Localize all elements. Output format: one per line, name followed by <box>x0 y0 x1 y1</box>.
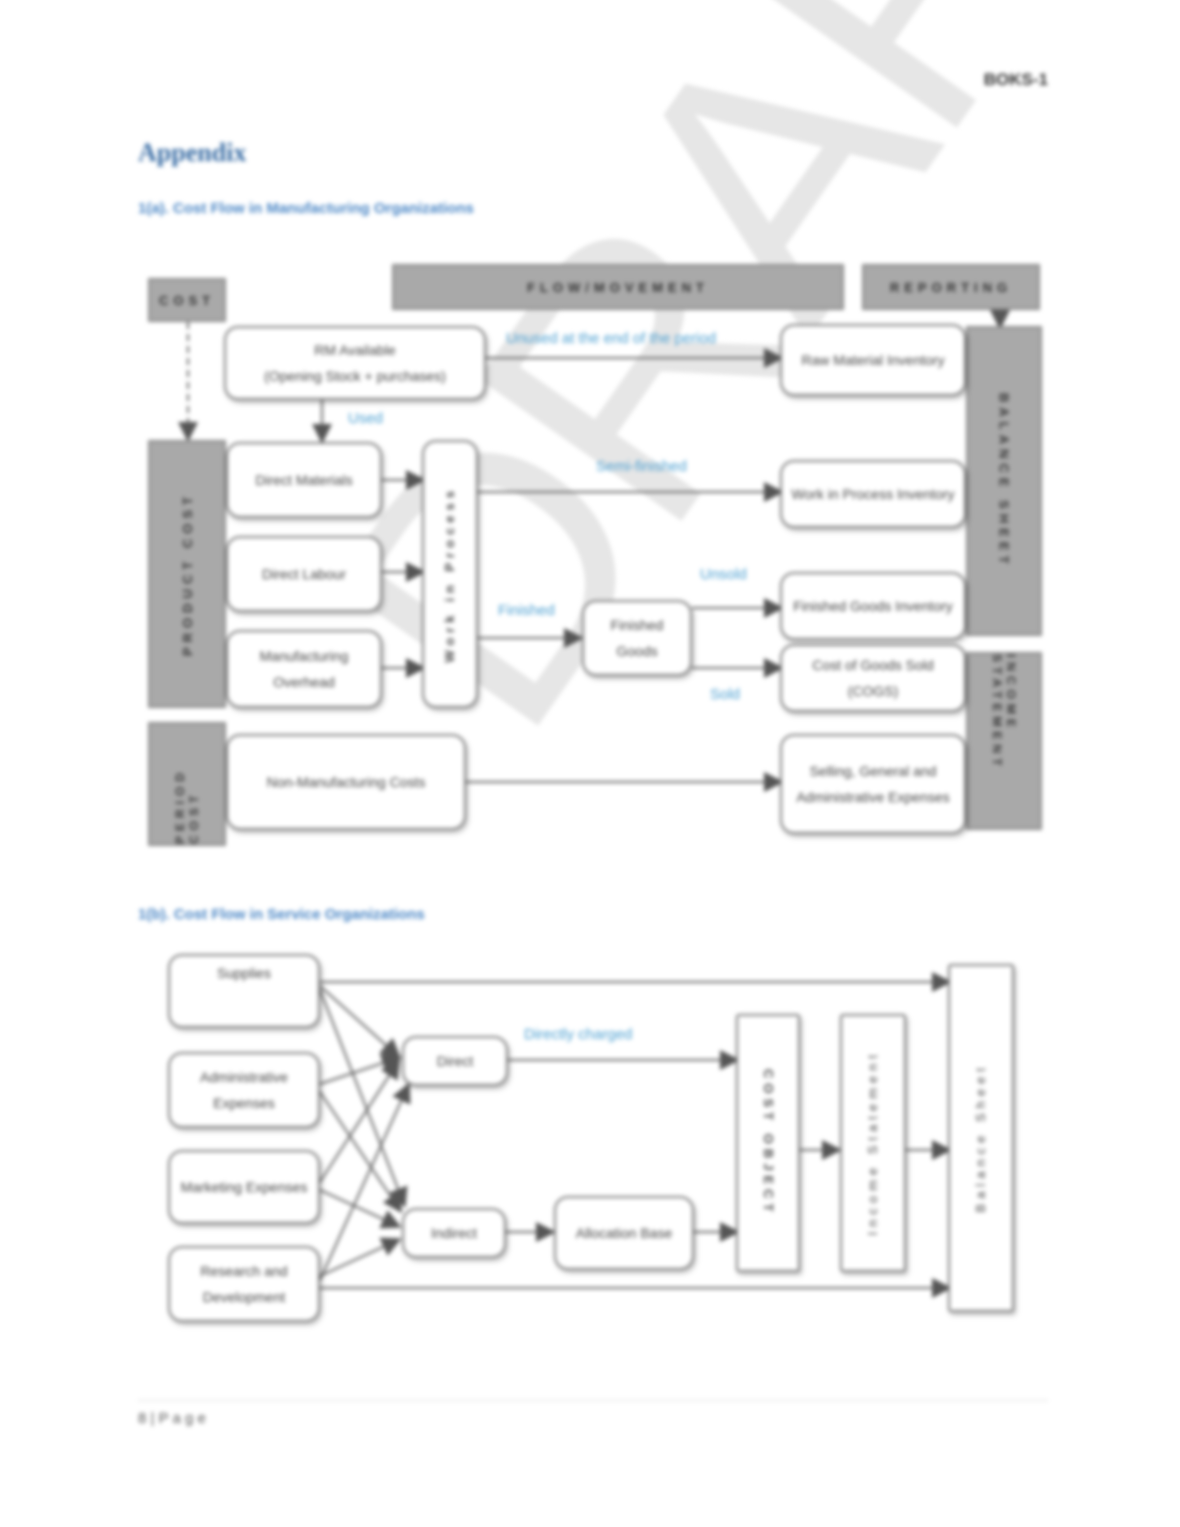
wip-box: Work in Process <box>422 440 478 708</box>
balance-sheet-box-label: Balance Sheet <box>973 1063 988 1213</box>
raw-material-inventory-box: Raw Material Inventory <box>780 324 966 396</box>
supplies-label: Supplies <box>217 965 271 981</box>
marketing-expenses-label: Marketing Expenses <box>180 1179 308 1195</box>
page-footer: 8 | P a g e <box>138 1410 206 1427</box>
wip-inventory-label: Work in Process Inventory <box>791 486 955 502</box>
allocation-base-box: Allocation Base <box>554 1196 694 1270</box>
cogs-label: Cost of Goods Sold (COGS) <box>812 657 934 699</box>
sga-box: Selling, General and Administrative Expe… <box>780 734 966 834</box>
balance-sheet-box: Balance Sheet <box>948 964 1014 1312</box>
unused-label: Unused at the end of the period <box>506 330 717 347</box>
reporting-header: REPORTING <box>862 264 1040 310</box>
direct-labour-label: Direct Labour <box>261 566 347 582</box>
income-statement-box: Income Statement <box>840 1014 906 1272</box>
product-cost-bar: PRODUCT COST <box>148 440 226 708</box>
rnd-box: Research and Development <box>168 1246 320 1322</box>
footer-rule <box>138 1400 1048 1401</box>
sold-label: Sold <box>710 686 741 703</box>
indirect-box: Indirect <box>402 1208 506 1258</box>
diagram2-subtitle: 1(b). Cost Flow in Service Organizations <box>138 906 425 923</box>
page-title: Appendix <box>138 138 247 167</box>
rm-available-line2: (Opening Stock + purchases) <box>264 368 446 384</box>
cost-object-label: COST OBJECT <box>761 1069 776 1217</box>
used-label: Used <box>348 410 384 427</box>
finished-goods-label: Finished Goods <box>610 617 664 659</box>
balance-sheet-label: BALANCE SHEET <box>996 393 1012 569</box>
cost-object-box: COST OBJECT <box>736 1014 800 1272</box>
rm-available-line1: RM Available <box>314 342 396 358</box>
marketing-expenses-box: Marketing Expenses <box>168 1150 320 1224</box>
balance-sheet-bar: BALANCE SHEET <box>966 326 1042 636</box>
direct-label: Direct <box>436 1053 474 1069</box>
wip-inventory-box: Work in Process Inventory <box>780 460 966 528</box>
income-statement-bar: INCOME STATEMENT <box>966 652 1042 830</box>
direct-box: Direct <box>402 1036 508 1086</box>
indirect-label: Indirect <box>431 1225 477 1241</box>
cost-header-label: COST <box>158 292 216 308</box>
semi-finished-label: Semi-finished <box>596 458 687 475</box>
period-cost-bar: PERIOD COST <box>148 722 226 846</box>
fg-inventory-box: Finished Goods Inventory <box>780 572 966 640</box>
fg-inventory-label: Finished Goods Inventory <box>793 598 953 614</box>
manufacturing-overhead-label: Manufacturing Overhead <box>259 648 349 690</box>
finished-label: Finished <box>498 602 555 619</box>
rm-available-box: RM Available (Opening Stock + purchases) <box>224 326 486 400</box>
period-cost-label: PERIOD COST <box>173 767 201 844</box>
admin-expenses-box: Administrative Expenses <box>168 1052 320 1128</box>
supplies-box: Supplies <box>168 954 320 1028</box>
wip-label: Work in Process <box>442 485 457 663</box>
admin-expenses-label: Administrative Expenses <box>200 1069 288 1111</box>
flow-movement-header: FLOW/MOVEMENT <box>392 264 844 310</box>
raw-material-inventory-label: Raw Material Inventory <box>801 352 945 368</box>
document-code: BOKS-1 <box>983 70 1048 89</box>
directly-charged-label: Directly charged <box>524 1026 633 1043</box>
direct-materials-box: Direct Materials <box>226 442 382 518</box>
product-cost-label: PRODUCT COST <box>179 492 195 656</box>
income-statement-box-label: Income Statement <box>865 1050 880 1236</box>
sga-label: Selling, General and Administrative Expe… <box>796 763 950 805</box>
cost-header: COST <box>148 278 226 322</box>
finished-goods-box: Finished Goods <box>582 600 692 676</box>
manufacturing-overhead-box: Manufacturing Overhead <box>226 630 382 708</box>
diagram1-subtitle: 1(a). Cost Flow in Manufacturing Organiz… <box>138 200 474 217</box>
non-manufacturing-box: Non-Manufacturing Costs <box>226 734 466 830</box>
direct-materials-label: Direct Materials <box>255 472 353 488</box>
reporting-header-label: REPORTING <box>889 279 1013 295</box>
rnd-label: Research and Development <box>200 1263 288 1305</box>
allocation-base-label: Allocation Base <box>575 1225 673 1241</box>
cogs-box: Cost of Goods Sold (COGS) <box>780 644 966 712</box>
income-statement-label: INCOME STATEMENT <box>990 654 1018 771</box>
direct-labour-box: Direct Labour <box>226 536 382 612</box>
flow-movement-header-label: FLOW/MOVEMENT <box>527 279 709 295</box>
unsold-label: Unsold <box>700 566 747 583</box>
non-manufacturing-label: Non-Manufacturing Costs <box>266 774 426 790</box>
